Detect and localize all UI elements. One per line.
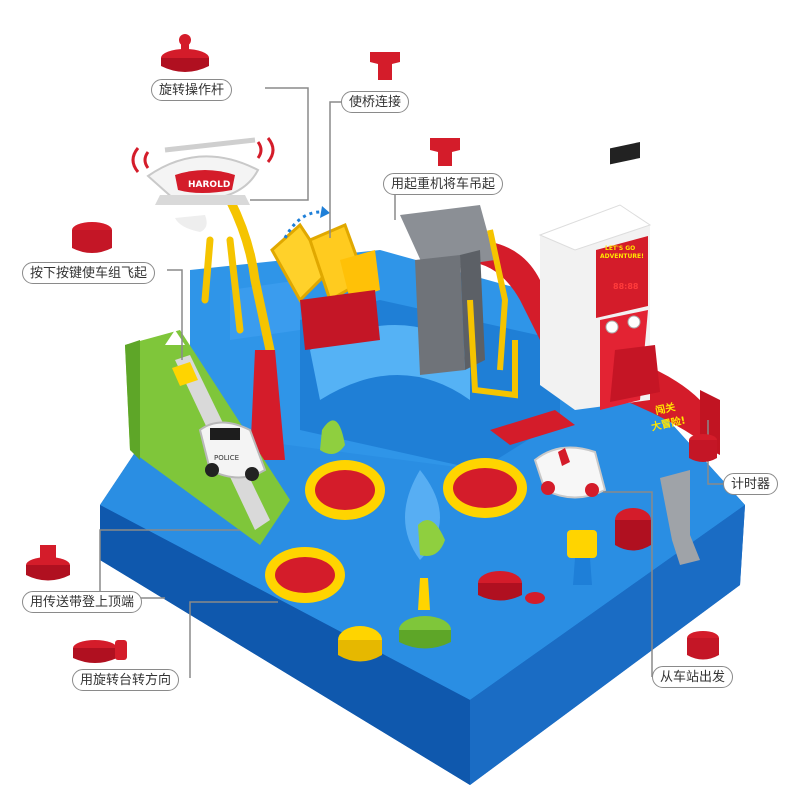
police-car: POLICE [198,421,267,481]
sign-sub-2: ADVENTURE! [600,253,644,260]
station-gate [490,410,575,445]
timer-display: 88:88 [613,282,639,291]
turntable-knob-icon [73,640,127,663]
yellow-bridge [201,195,380,355]
crane-button-icon [430,138,460,166]
rotate-lever-icon [161,34,209,72]
callout-turntable: 用旋转台转方向 [72,669,180,691]
turntables [265,458,527,603]
timer-tower [538,141,660,410]
ambulance [533,446,607,499]
red-pillar [250,350,285,460]
callout-rotate-lever: 旋转操作杆 [151,79,233,101]
callout-press-fly: 按下按键使车组飞起 [22,262,156,284]
tree [418,520,445,556]
helicopter: HAROLD [131,137,275,232]
bridge-button-icon [370,52,400,80]
callout-crane-lift: 用起重机将车吊起 [383,173,504,195]
timer-button-icon [689,434,717,462]
crane [400,205,518,399]
callout-bridge-connect: 使桥连接 [341,91,410,113]
callout-timer: 计时器 [723,473,779,495]
helicopter-name: HAROLD [188,180,230,190]
tree [320,420,345,454]
conveyor-knob-icon [26,545,70,581]
press-button-icon [72,222,112,253]
callout-depart-station: 从车站出发 [652,666,734,688]
base-buttons [338,470,700,662]
depart-button-icon [687,631,719,660]
sign-sub-1: LET'S GO [605,245,636,252]
callout-conveyor-top: 用传送带登上顶端 [22,591,143,613]
police-label: POLICE [214,454,239,462]
